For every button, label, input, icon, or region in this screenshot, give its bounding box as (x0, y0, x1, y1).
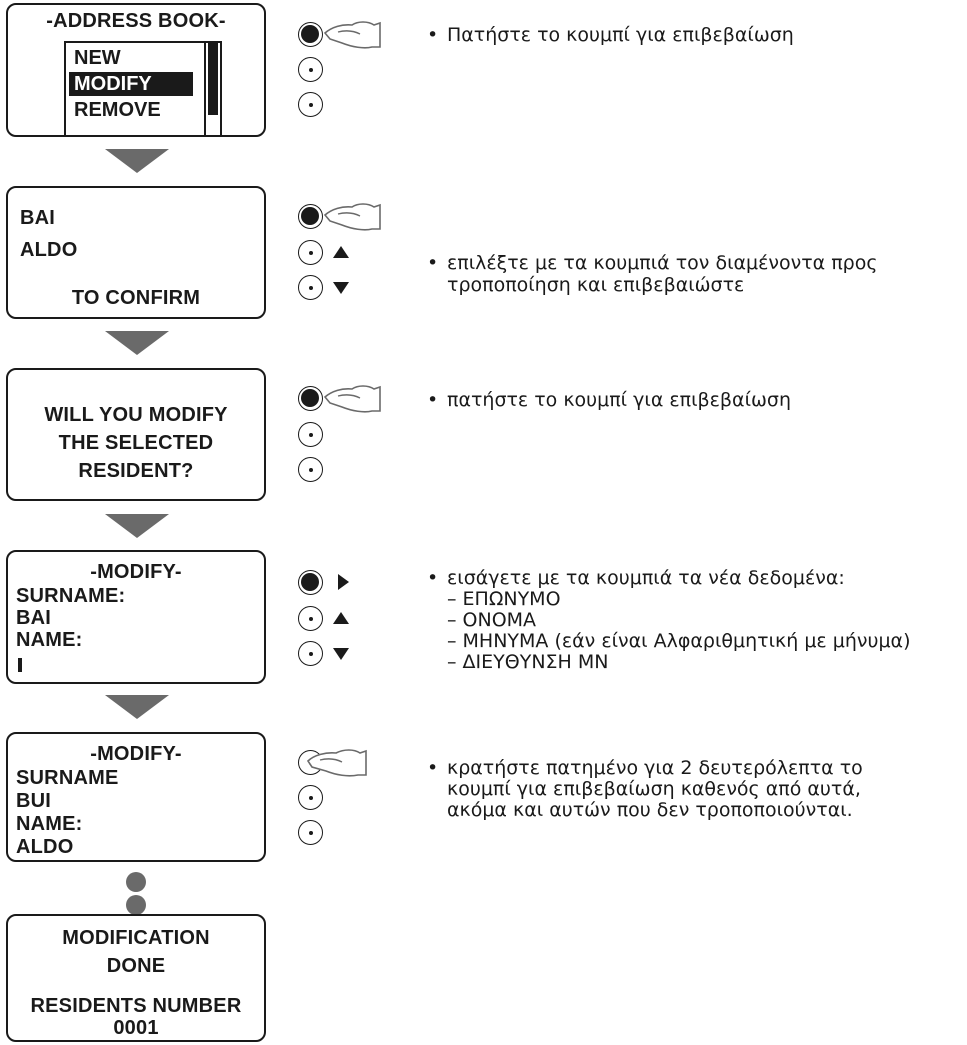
confirm-label: TO CONFIRM (71, 287, 201, 309)
instruction-text: Πατήστε το κουμπί για επιβεβαίωση (447, 24, 794, 46)
triangle-up-icon (333, 612, 349, 624)
question-line-2: THE SELECTED (58, 432, 214, 454)
instruction-text: εισάγετε με τα κουμπιά τα νέα δεδομένα: (447, 567, 845, 589)
question-line-3: RESIDENT? (78, 460, 194, 482)
sub-item-surname: – ΕΠΩΝΥΜΟ (447, 588, 561, 610)
display-modify-entry: -MODIFY- SURNAME: BAI NAME: (6, 550, 266, 684)
surname-label: SURNAME: (16, 585, 126, 607)
instruction-line: επιλέξτε με τα κουμπιά τον διαμένοντα πρ… (447, 252, 878, 274)
arrow-down-icon (105, 695, 169, 719)
residents-number-value: 0001 (113, 1017, 159, 1039)
menu-item-modify[interactable]: MODIFY (69, 72, 193, 96)
bullet: • (427, 757, 439, 779)
sub-item-message: – ΜΗΝΥΜΑ (εάν είναι Αλφαριθμητική με μήν… (447, 630, 911, 652)
display-modify-question: WILL YOU MODIFY THE SELECTED RESIDENT? (6, 368, 266, 501)
name-value: ALDO (16, 836, 74, 858)
bullet: • (427, 252, 439, 274)
button-bottom[interactable] (298, 92, 323, 117)
text-cursor (18, 658, 22, 672)
instruction-line: κουμπί για επιβεβαίωση καθενός από αυτά, (447, 778, 861, 800)
done-line-2: DONE (106, 955, 166, 977)
sub-item-name: – ΟΝΟΜΑ (447, 609, 537, 631)
button-bottom[interactable] (298, 820, 323, 845)
triangle-right-icon (338, 574, 349, 590)
resident-name: ALDO (20, 239, 78, 261)
sub-item-address: – ΔΙΕΥΘΥΝΣΗ ΜΝ (447, 651, 609, 673)
bullet: • (427, 24, 439, 46)
name-label: NAME: (16, 813, 83, 835)
screen-title: -MODIFY- (90, 561, 182, 583)
pointing-hand-icon (324, 203, 381, 231)
scrollbar-track (204, 43, 206, 137)
button-bottom[interactable] (298, 457, 323, 482)
screen-title: -MODIFY- (90, 743, 182, 765)
display-modify-confirm: -MODIFY- SURNAME BUI NAME: ALDO (6, 732, 266, 862)
button-bottom[interactable] (298, 641, 323, 666)
triangle-up-icon (333, 246, 349, 258)
bullet: • (427, 389, 439, 411)
display-address-book: -ADDRESS BOOK- NEW MODIFY REMOVE (6, 3, 266, 137)
button-top-pressed[interactable] (298, 22, 323, 47)
instruction-line: ακόμα και αυτών που δεν τροποποιούνται. (447, 799, 853, 821)
surname-label: SURNAME (16, 767, 119, 789)
arrow-down-icon (105, 514, 169, 538)
instruction-step-2: • επιλέξτε με τα κουμπιά τον διαμένοντα … (427, 252, 878, 296)
name-label: NAME: (16, 629, 83, 651)
question-line-1: WILL YOU MODIFY (44, 404, 228, 426)
button-middle[interactable] (298, 422, 323, 447)
arrow-down-icon (105, 149, 169, 173)
scrollbar-thumb (208, 43, 218, 115)
menu-item-new[interactable]: NEW (74, 47, 121, 69)
instruction-text: πατήστε το κουμπί για επιβεβαίωση (447, 389, 791, 411)
instruction-line: τροποποίηση και επιβεβαιώστε (447, 274, 745, 296)
button-top-pressed[interactable] (298, 204, 323, 229)
instruction-step-4: • εισάγετε με τα κουμπιά τα νέα δεδομένα… (427, 568, 911, 673)
button-middle[interactable] (298, 57, 323, 82)
pointing-hand-icon (324, 21, 381, 49)
surname-value: BAI (16, 607, 52, 629)
triangle-down-icon (333, 648, 349, 660)
display-resident-select: BAI ALDO TO CONFIRM (6, 186, 266, 319)
resident-surname: BAI (20, 207, 56, 229)
menu-list: NEW MODIFY REMOVE (64, 41, 222, 137)
display-modification-done: MODIFICATION DONE RESIDENTS NUMBER 0001 (6, 914, 266, 1042)
arrow-down-icon (105, 331, 169, 355)
button-middle[interactable] (298, 785, 323, 810)
residents-number-label: RESIDENTS NUMBER (30, 995, 242, 1017)
bullet: • (427, 567, 439, 589)
button-middle[interactable] (298, 606, 323, 631)
pointing-hand-icon (306, 749, 367, 777)
progress-dot (126, 872, 146, 892)
surname-value: BUI (16, 790, 52, 812)
button-top-pressed[interactable] (298, 570, 323, 595)
instruction-line: κρατήστε πατημένο για 2 δευτερόλεπτα το (447, 757, 863, 779)
button-top-pressed[interactable] (298, 386, 323, 411)
button-bottom[interactable] (298, 275, 323, 300)
instruction-step-1: • Πατήστε το κουμπί για επιβεβαίωση (427, 24, 794, 46)
done-line-1: MODIFICATION (62, 927, 210, 949)
screen-title: -ADDRESS BOOK- (46, 10, 226, 32)
instruction-step-5: • κρατήστε πατημένο για 2 δευτερόλεπτα τ… (427, 758, 863, 821)
pointing-hand-icon (324, 385, 381, 413)
triangle-down-icon (333, 282, 349, 294)
menu-item-remove[interactable]: REMOVE (74, 99, 161, 121)
instruction-step-3: • πατήστε το κουμπί για επιβεβαίωση (427, 389, 791, 411)
button-middle[interactable] (298, 240, 323, 265)
progress-dot (126, 895, 146, 915)
